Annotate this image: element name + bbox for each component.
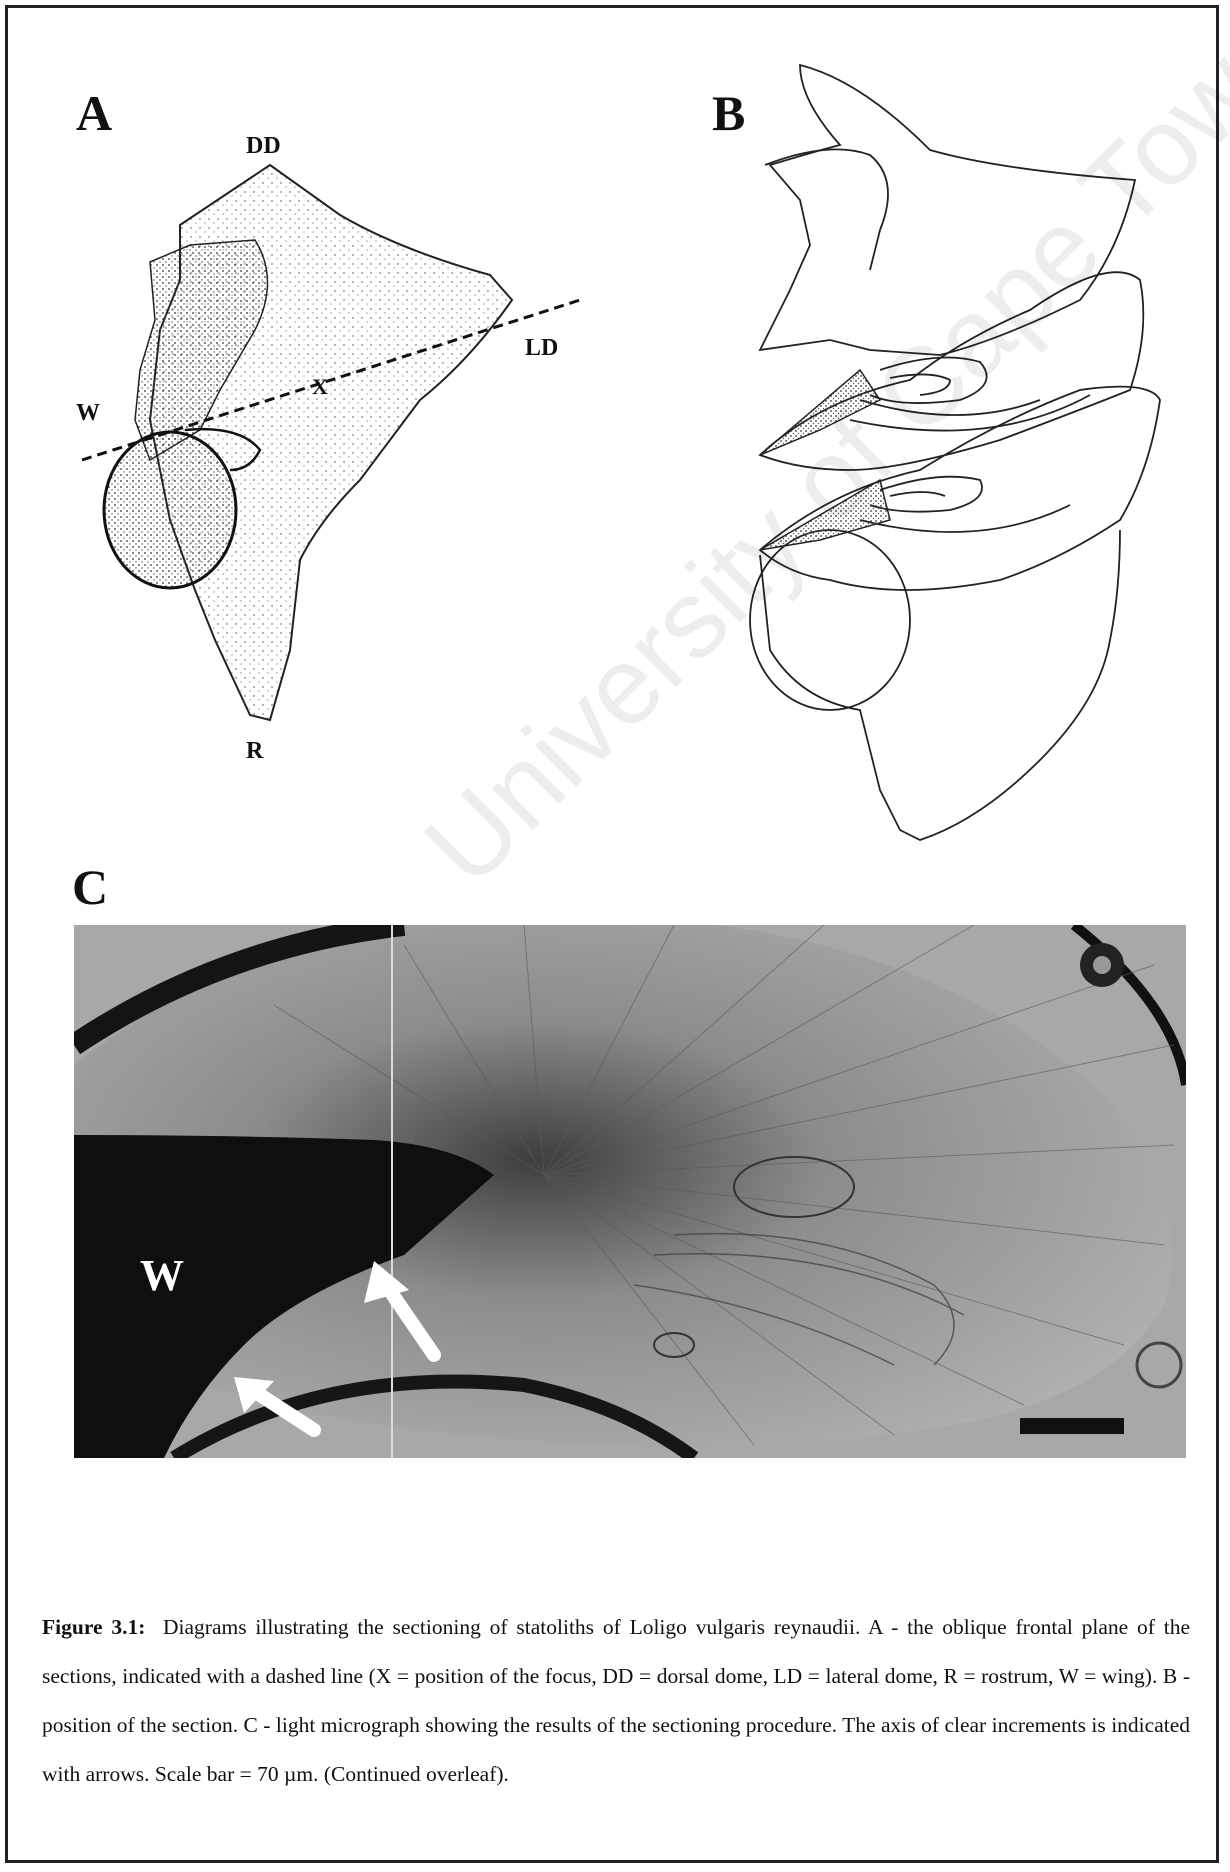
caption-label: Figure 3.1:: [42, 1615, 145, 1639]
micrograph-image: [74, 925, 1186, 1458]
caption-text: Diagrams illustrating the sectioning of …: [42, 1615, 1190, 1786]
micrograph-wing-label: W: [140, 1250, 184, 1301]
panel-c-letter: C: [72, 862, 108, 912]
light-micrograph: [74, 925, 1186, 1458]
figure-caption: Figure 3.1: Diagrams illustrating the se…: [42, 1603, 1190, 1799]
scale-bar: [1020, 1418, 1124, 1434]
